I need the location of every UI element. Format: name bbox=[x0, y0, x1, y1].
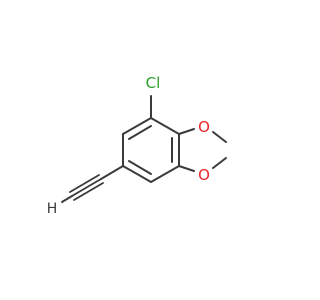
chlorine-atom-label: Cl bbox=[146, 74, 161, 92]
oxygen-bottom-atom-label: O bbox=[198, 166, 210, 184]
bond-o-top-ch2 bbox=[212, 131, 227, 143]
triple-bond bbox=[69, 174, 104, 201]
triple-bond-line-2 bbox=[69, 174, 100, 193]
oxygen-top-atom-label: O bbox=[198, 118, 210, 136]
bond-c3-o-bottom bbox=[178, 165, 195, 172]
triple-bond-line-1 bbox=[71, 178, 102, 197]
bond-c3-c4 bbox=[150, 165, 180, 183]
benzene-ring bbox=[122, 117, 180, 183]
bond-c6-c1-inner bbox=[128, 125, 152, 140]
bond-c2-o-top bbox=[178, 128, 195, 135]
molecule-structure: Cl O O H bbox=[47, 74, 227, 217]
bond-c1-c2 bbox=[150, 117, 180, 135]
hydrogen-atom-label: H bbox=[47, 201, 58, 217]
triple-bond-line-3 bbox=[73, 182, 104, 201]
bond-c4-c5 bbox=[122, 165, 152, 183]
dioxole-ring bbox=[178, 128, 227, 172]
bond-c4-c5-inner bbox=[128, 160, 152, 175]
bond-alkyne-h bbox=[61, 195, 73, 203]
molecule-diagram: Cl O O H bbox=[46, 74, 227, 217]
bond-o-bottom-ch2 bbox=[212, 157, 227, 169]
bond-c5-alkyne bbox=[100, 165, 124, 180]
bond-c6-c1 bbox=[122, 117, 152, 135]
